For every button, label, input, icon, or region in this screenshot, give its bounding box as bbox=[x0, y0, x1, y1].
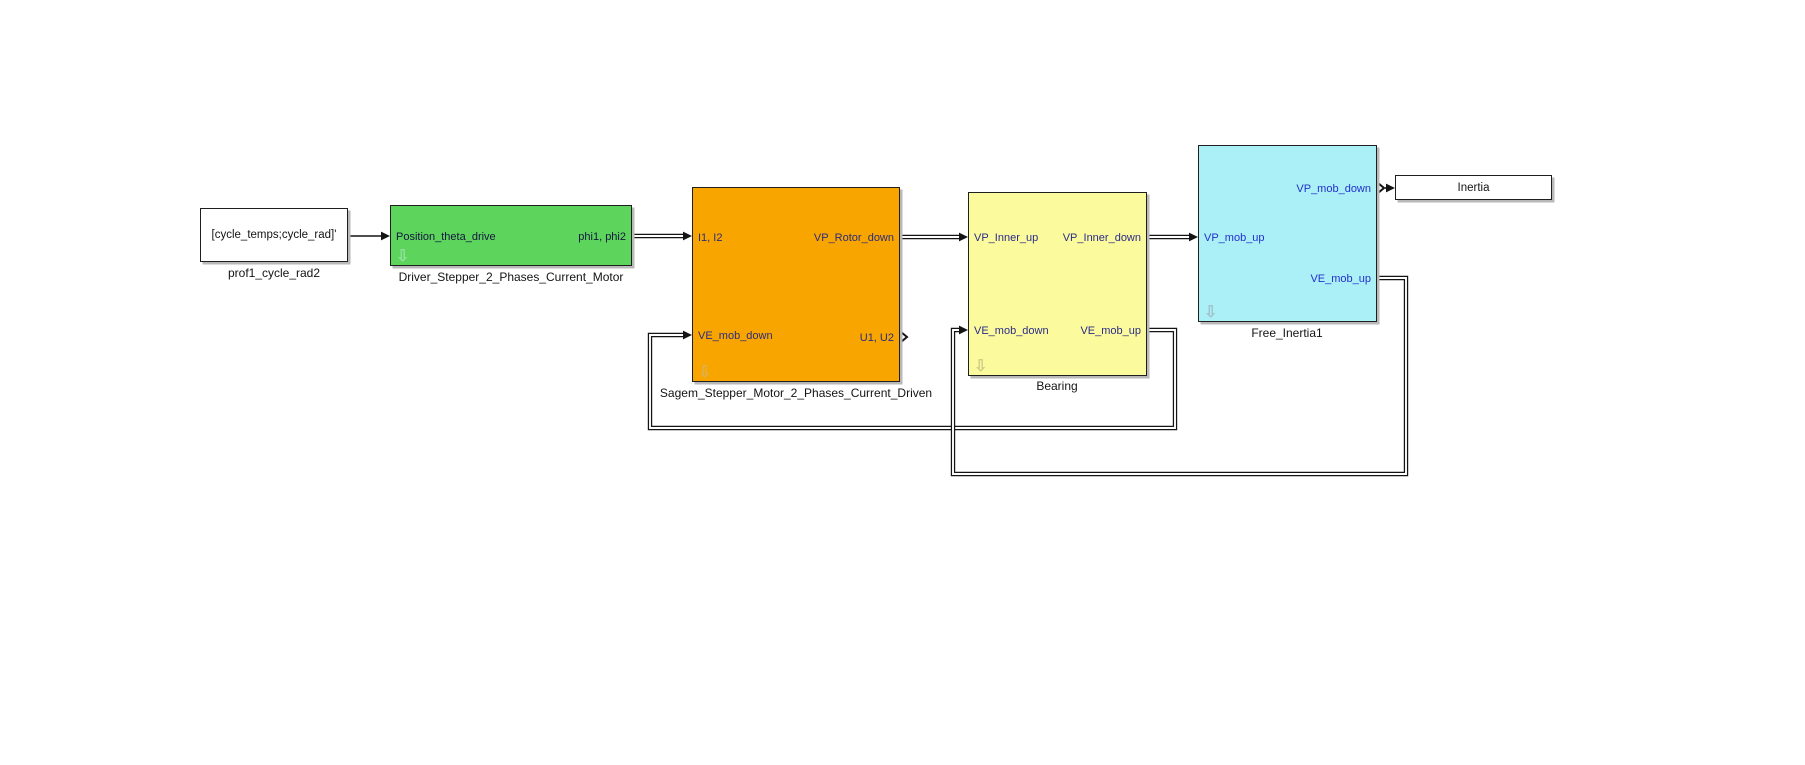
wire-vp-rotor-to-vp-inner-up[interactable] bbox=[900, 232, 968, 242]
port-in-ve-mob-down: VE_mob_down bbox=[974, 325, 1049, 337]
subsystem-down-arrow-icon: ⇩ bbox=[396, 248, 410, 265]
port-in-vp-inner-up: VP_Inner_up bbox=[974, 232, 1039, 244]
block-label-prof1-cycle-rad2: prof1_cycle_rad2 bbox=[227, 266, 321, 280]
port-out-ve-mob-up: VE_mob_up bbox=[1080, 325, 1141, 337]
wire-feedback-ve-mob-up-to-motor[interactable] bbox=[647, 327, 1178, 431]
port-out-vp-rotor-down: VP_Rotor_down bbox=[813, 232, 894, 244]
subsystem-down-arrow-icon: ⇩ bbox=[1204, 304, 1218, 321]
port-in-ve-mob-down: VE_mob_down bbox=[698, 330, 773, 342]
subsystem-down-arrow-icon: ⇩ bbox=[698, 364, 712, 381]
port-chevron-u1u2[interactable] bbox=[900, 331, 909, 343]
wire-vp-inner-down-to-vp-mob-up[interactable] bbox=[1147, 232, 1198, 242]
block-label-sagem-stepper-motor: Sagem_Stepper_Motor_2_Phases_Current_Dri… bbox=[659, 386, 933, 400]
source-expression-text: [cycle_temps;cycle_rad]' bbox=[211, 229, 337, 241]
block-inertia[interactable]: Inertia bbox=[1395, 175, 1552, 200]
port-in-vp-mob-up: VP_mob_up bbox=[1204, 232, 1265, 244]
port-out-u1-u2: U1, U2 bbox=[859, 332, 894, 344]
block-label-free-inertia1: Free_Inertia1 bbox=[1251, 326, 1323, 340]
block-label-bearing: Bearing bbox=[1036, 379, 1078, 393]
wire-source-to-driver[interactable] bbox=[348, 231, 390, 241]
wire-vp-mob-down-to-inertia[interactable] bbox=[1377, 182, 1395, 194]
subsystem-down-arrow-icon: ⇩ bbox=[974, 358, 988, 375]
block-bearing[interactable]: VP_Inner_up VE_mob_down VP_Inner_down VE… bbox=[968, 192, 1147, 376]
block-driver-stepper[interactable]: Position_theta_drive phi1, phi2 ⇩ bbox=[390, 205, 632, 266]
port-in-position-theta-drive: Position_theta_drive bbox=[396, 231, 496, 243]
port-out-phi1-phi2: phi1, phi2 bbox=[578, 231, 626, 243]
inertia-text: Inertia bbox=[1457, 181, 1490, 194]
wire-feedback-ve-mob-up-to-bearing[interactable] bbox=[950, 275, 1409, 477]
port-in-i1-i2: I1, I2 bbox=[698, 232, 723, 244]
block-prof1-cycle-rad2[interactable]: [cycle_temps;cycle_rad]' bbox=[200, 208, 348, 262]
block-sagem-stepper-motor[interactable]: I1, I2 VE_mob_down VP_Rotor_down U1, U2 … bbox=[692, 187, 900, 382]
wire-phi-to-i1i2[interactable] bbox=[632, 231, 692, 241]
port-out-ve-mob-up: VE_mob_up bbox=[1310, 273, 1371, 285]
block-free-inertia1[interactable]: VP_mob_up VP_mob_down VE_mob_up ⇩ bbox=[1198, 145, 1377, 322]
port-out-vp-mob-down: VP_mob_down bbox=[1296, 183, 1371, 195]
block-label-driver-stepper: Driver_Stepper_2_Phases_Current_Motor bbox=[398, 270, 624, 284]
port-out-vp-inner-down: VP_Inner_down bbox=[1062, 232, 1141, 244]
